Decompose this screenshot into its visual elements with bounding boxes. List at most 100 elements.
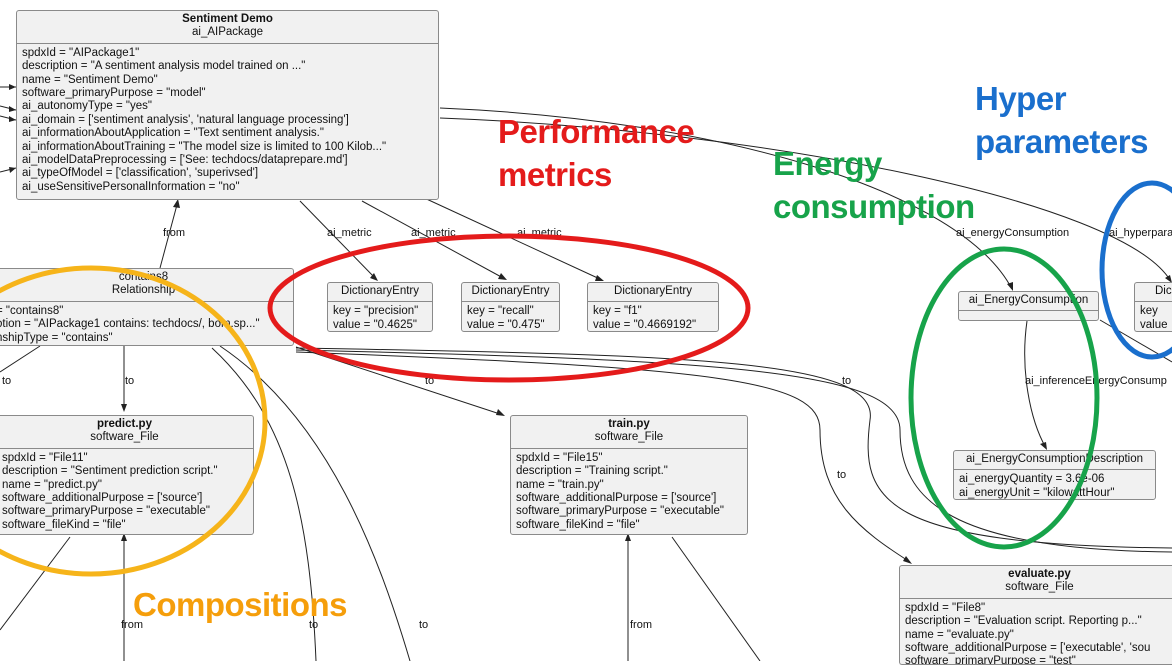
attribute: spdxId = "File8" — [905, 601, 986, 614]
node-title: DictionaryEntry — [614, 285, 692, 297]
arrowhead — [173, 199, 180, 208]
arrowhead — [1040, 442, 1047, 450]
annotation-line: consumption — [773, 188, 975, 225]
attribute: ai_autonomyType = "yes" — [22, 100, 152, 113]
attribute: software_additionalPurpose = ['executabl… — [905, 642, 1151, 655]
node-dictionary-hyperparameter[interactable]: Dic key value — [1134, 282, 1172, 332]
attribute: spdxId = "AIPackage1" — [22, 46, 140, 59]
attribute: description = "Sentiment prediction scri… — [2, 465, 218, 478]
attribute: ai_domain = ['sentiment analysis', 'natu… — [22, 113, 349, 126]
performance-metrics-annotation: Performance metrics — [498, 110, 695, 196]
arrowhead — [9, 116, 16, 122]
attribute: value = "0.4669192" — [593, 318, 697, 331]
arrowhead — [903, 556, 912, 564]
edge-label-ai-metric: ai_metric — [327, 227, 372, 239]
node-evaluate-py[interactable]: evaluate.py software_File spdxId = "File… — [899, 565, 1172, 665]
edge-label-ai-energy-consumption: ai_energyConsumption — [956, 227, 1070, 239]
edge-label-ai-metric: ai_metric — [517, 227, 562, 239]
attribute: software_primaryPurpose = "model" — [22, 87, 206, 100]
node-type: ai_AIPackage — [192, 26, 263, 39]
node-attributes: key = "f1" value = "0.4669192" — [588, 302, 718, 331]
arrowhead — [1007, 282, 1013, 291]
node-title: Dic — [1155, 285, 1172, 297]
attribute: name = "train.py" — [516, 478, 604, 491]
node-type: Relationship — [111, 284, 176, 297]
node-title: ai_EnergyConsumptionDescription — [965, 453, 1144, 465]
edge-ai-metric-recall — [361, 200, 506, 280]
edge-label-from: from — [163, 227, 185, 239]
node-title: evaluate.py — [1008, 568, 1071, 580]
energy-consumption-annotation: Energy consumption — [773, 142, 975, 228]
annotation-line: metrics — [498, 156, 612, 193]
arrowhead — [595, 275, 604, 281]
edge-from-predict-left — [0, 536, 71, 631]
node-title: Sentiment Demo — [182, 13, 273, 25]
node-title: contains8 — [118, 271, 169, 283]
node-title: ai_EnergyConsumption — [968, 294, 1089, 306]
compositions-annotation: Compositions — [133, 583, 348, 626]
attribute: software_additionalPurpose = ['source'] — [516, 492, 717, 505]
attribute: ai_modelDataPreprocessing = ['See: techd… — [22, 154, 348, 167]
attribute: software_fileKind = "file" — [516, 518, 640, 531]
attribute: description = "Evaluation script. Report… — [905, 615, 1142, 628]
node-dictionary-f1[interactable]: DictionaryEntry key = "f1" value = "0.46… — [587, 282, 719, 332]
attribute: name = "evaluate.py" — [905, 628, 1014, 641]
attribute: value = "0.475" — [467, 318, 545, 331]
node-dictionary-precision[interactable]: DictionaryEntry key = "precision" value … — [327, 282, 433, 332]
edge-to-left — [0, 345, 41, 373]
attribute: key = "f1" — [593, 305, 642, 318]
attribute: description = "Training script." — [516, 465, 668, 478]
node-contains8[interactable]: contains8 Relationship = "contains8" oti… — [0, 268, 294, 346]
arrowhead — [121, 404, 127, 412]
node-title: DictionaryEntry — [341, 285, 419, 297]
node-type: software_File — [594, 431, 664, 444]
attribute: software_fileKind = "file" — [2, 518, 126, 531]
arrowhead — [496, 409, 505, 416]
node-attributes: = "contains8" otion = "AIPackage1 contai… — [0, 302, 293, 345]
arrowhead — [9, 167, 16, 173]
node-predict-py[interactable]: predict.py software_File spdxId = "File1… — [0, 415, 254, 535]
attribute: spdxId = "File11" — [2, 451, 88, 464]
node-attributes: spdxId = "File11" description = "Sentime… — [0, 449, 253, 534]
attribute: ai_energyUnit = "kilowattHour" — [959, 486, 1115, 499]
attribute: spdxId = "File15" — [516, 451, 603, 464]
edge-label-to: to — [309, 619, 319, 631]
attribute: key — [1140, 305, 1158, 318]
node-title: DictionaryEntry — [471, 285, 550, 297]
node-energy-consumption-description[interactable]: ai_EnergyConsumptionDescription ai_energ… — [953, 450, 1156, 500]
arrowhead — [625, 533, 631, 541]
annotation-line: Energy — [773, 145, 882, 182]
edge-label-from: from — [121, 619, 143, 631]
attribute: otion = "AIPackage1 contains: techdocs/,… — [0, 318, 260, 331]
edge-from-train-right — [671, 536, 761, 661]
node-train-py[interactable]: train.py software_File spdxId = "File15"… — [510, 415, 748, 535]
edge-label-to: to — [419, 619, 429, 631]
node-type: software_File — [90, 431, 159, 444]
edge-label-from: from — [630, 619, 652, 631]
attribute: name = "predict.py" — [2, 478, 102, 491]
node-energy-consumption[interactable]: ai_EnergyConsumption — [958, 291, 1099, 321]
attribute: ai_energyQuantity = 3.6e-06 — [959, 473, 1105, 486]
annotation-line: Performance — [498, 113, 695, 150]
attribute: ai_informationAboutTraining = "The model… — [22, 140, 387, 153]
node-attributes: key = "recall" value = "0.475" — [462, 302, 559, 331]
node-dictionary-recall[interactable]: DictionaryEntry key = "recall" value = "… — [461, 282, 560, 332]
node-attributes: key value — [1135, 302, 1172, 331]
attribute: value = "0.4625" — [333, 318, 417, 331]
edge-label-to: to — [425, 375, 435, 387]
attribute: software_primaryPurpose = "executable" — [2, 505, 210, 518]
edge-label-ai-hyperparameter: ai_hyperpara — [1109, 227, 1172, 239]
attribute: ai_typeOfModel = ['classification', 'sup… — [22, 167, 259, 180]
annotation-line: Compositions — [133, 586, 348, 623]
edge-from-contains8 — [159, 200, 179, 269]
annotation-line: parameters — [975, 123, 1148, 160]
node-title: train.py — [608, 418, 650, 430]
edge-label-to: to — [842, 375, 852, 387]
node-sentiment-demo[interactable]: Sentiment Demo ai_AIPackage spdxId = "AI… — [16, 10, 439, 200]
edge-ai-metric-precision — [299, 200, 377, 280]
edge-label-to: to — [125, 375, 135, 387]
attribute: key = "precision" — [333, 305, 419, 318]
node-attributes: spdxId = "File15" description = "Trainin… — [511, 449, 747, 534]
attribute: software_additionalPurpose = ['source'] — [2, 492, 203, 505]
